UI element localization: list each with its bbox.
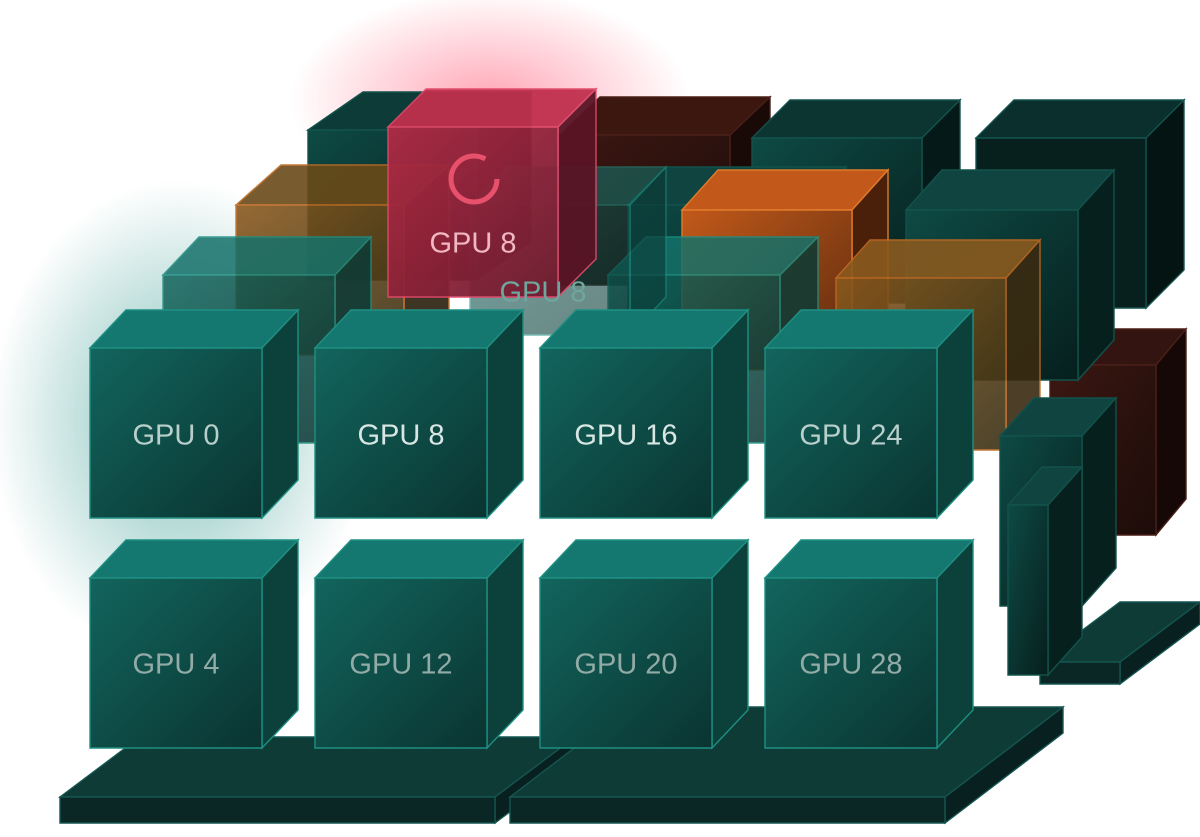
loading-ring-icon xyxy=(448,153,500,205)
front-bottom-cube-1-front xyxy=(314,577,488,749)
gpu-label-bottom-2: GPU 20 xyxy=(574,649,677,681)
front-top-cube-2 xyxy=(538,308,750,520)
gpu-label-bottom-3: GPU 28 xyxy=(799,649,902,681)
base-plate-left-front xyxy=(59,796,496,824)
gpu-label-top-2: GPU 16 xyxy=(574,420,677,452)
base-plate-right-front xyxy=(509,796,946,824)
front-top-cube-3 xyxy=(763,308,975,520)
front-bottom-cube-2-front xyxy=(539,577,713,749)
front-top-cube-1-front xyxy=(314,347,488,519)
front-top-cube-2-front xyxy=(539,347,713,519)
ghost-gpu-label: GPU 8 xyxy=(499,277,586,309)
front-bottom-cube-2 xyxy=(538,538,750,750)
front-top-cube-0-front xyxy=(89,347,263,519)
cube-stack xyxy=(57,87,1200,825)
gpu-label-bottom-0: GPU 4 xyxy=(132,649,219,681)
cube-labels: GPU 8 GPU 0 GPU 8 GPU 16 GPU 24 GPU 4 GPU 12 GP… xyxy=(132,277,902,681)
row3-cube-3-top xyxy=(834,239,1042,279)
back-cube-5-side xyxy=(1155,327,1187,537)
base-plate-back xyxy=(1037,601,1200,686)
highlight-gpu-label: GPU 8 xyxy=(429,228,516,260)
base-plate-back-front xyxy=(1039,661,1121,685)
gpu-label-top-1: GPU 8 xyxy=(357,420,444,452)
front-top-cube-1 xyxy=(313,308,525,520)
front-bottom-cube-0 xyxy=(88,538,300,750)
gpu-label-top-3: GPU 24 xyxy=(799,420,902,452)
front-bottom-cube-3-front xyxy=(764,577,938,749)
gpu-label-top-0: GPU 0 xyxy=(132,420,219,452)
base-plate-left xyxy=(57,735,578,825)
row3-cube-side-low xyxy=(1006,465,1084,677)
highlight-cube xyxy=(386,87,598,299)
front-bottom-cube-1 xyxy=(313,538,525,750)
front-top-cube-0 xyxy=(88,308,300,520)
front-bottom-cube-0-front xyxy=(89,577,263,749)
front-bottom-cube-3 xyxy=(763,538,975,750)
front-top-cube-3-front xyxy=(764,347,938,519)
row3-cube-side-low-front xyxy=(1007,504,1049,676)
highlight-cube-front xyxy=(387,126,559,298)
gpu-label-bottom-1: GPU 12 xyxy=(349,649,452,681)
